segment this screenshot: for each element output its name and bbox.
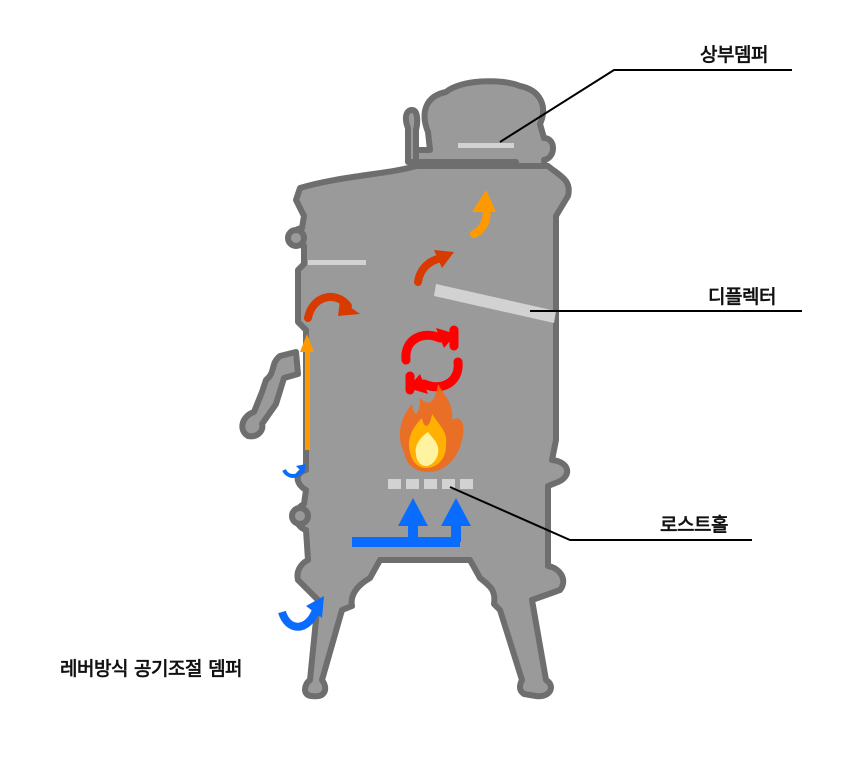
roast-hole-grate	[388, 479, 473, 489]
lever-air-inlet-arrow-icon	[278, 596, 324, 631]
small-air-inlet-arrow-icon	[282, 464, 306, 478]
deflector-plate	[434, 284, 556, 323]
leader-roast-hole	[449, 486, 752, 541]
orange-up-arrow-icon	[300, 334, 314, 450]
air-inlet-arrows-icon	[352, 498, 471, 547]
curved-arrow-up-icon	[470, 190, 496, 238]
top-damper-plate	[458, 143, 514, 148]
curved-arrow-up-right-icon	[414, 250, 454, 286]
fire-icon	[399, 384, 464, 472]
recirculation-cycle-icon	[401, 325, 463, 395]
label-lever-damper: 레버방식 공기조절 뎀퍼	[60, 658, 243, 680]
leader-top-damper	[499, 69, 792, 143]
leader-lines	[449, 69, 802, 541]
curved-arrow-right-icon	[304, 293, 360, 322]
label-deflector: 디플렉터	[708, 286, 776, 308]
label-top-damper: 상부뎀퍼	[700, 44, 768, 66]
left-baffle-plate	[308, 260, 366, 265]
label-roast-hole: 로스트홀	[660, 514, 728, 536]
